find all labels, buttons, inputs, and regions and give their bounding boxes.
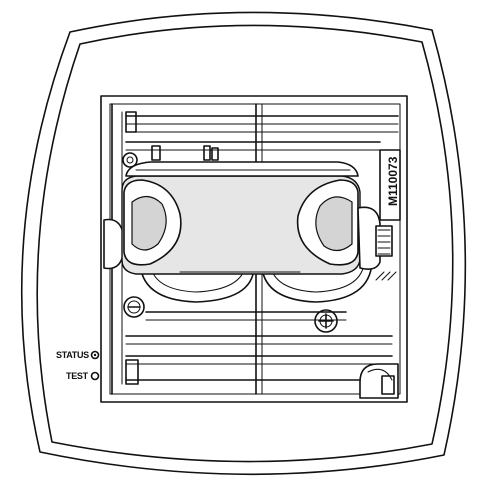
top-clip-right-2	[211, 147, 219, 161]
cradle-arc-left-inner	[149, 261, 247, 293]
right-contact-hatch-2	[381, 271, 391, 281]
cradle-arc-left	[139, 259, 255, 303]
test-button-icon	[90, 371, 100, 381]
bottom-right-latch-tab	[381, 375, 395, 395]
right-terminal-clip	[357, 206, 381, 270]
top-clip-left	[151, 145, 161, 161]
cover-inner-outline	[36, 24, 454, 463]
right-contact-hatch-1	[375, 271, 385, 281]
left-terminal	[122, 152, 138, 168]
top-left-bracket	[125, 111, 137, 133]
base-opening	[100, 95, 408, 403]
cradle-arc-right	[261, 261, 373, 303]
status-label: STATUS	[56, 350, 89, 360]
bottom-right-latch-detail	[367, 368, 393, 381]
right-label-block	[379, 149, 401, 221]
right-contact-hatch-3	[387, 271, 397, 281]
battery-left-grip	[131, 195, 167, 251]
left-terminal-core	[126, 156, 134, 164]
cradle-arc-right-inner	[269, 263, 365, 293]
part-number-label: M110073	[386, 156, 400, 206]
bottom-right-latch	[359, 363, 399, 399]
battery-top-band	[125, 161, 359, 177]
cover-outer-outline	[20, 11, 467, 476]
status-indicator-icon	[90, 350, 100, 360]
battery-right-grip	[315, 196, 353, 252]
left-holder-boss	[103, 218, 125, 270]
bottom-left-bracket	[125, 359, 139, 385]
test-label: TEST	[66, 371, 89, 381]
top-clip-right	[203, 145, 211, 161]
status-indicator-dot	[93, 353, 97, 357]
